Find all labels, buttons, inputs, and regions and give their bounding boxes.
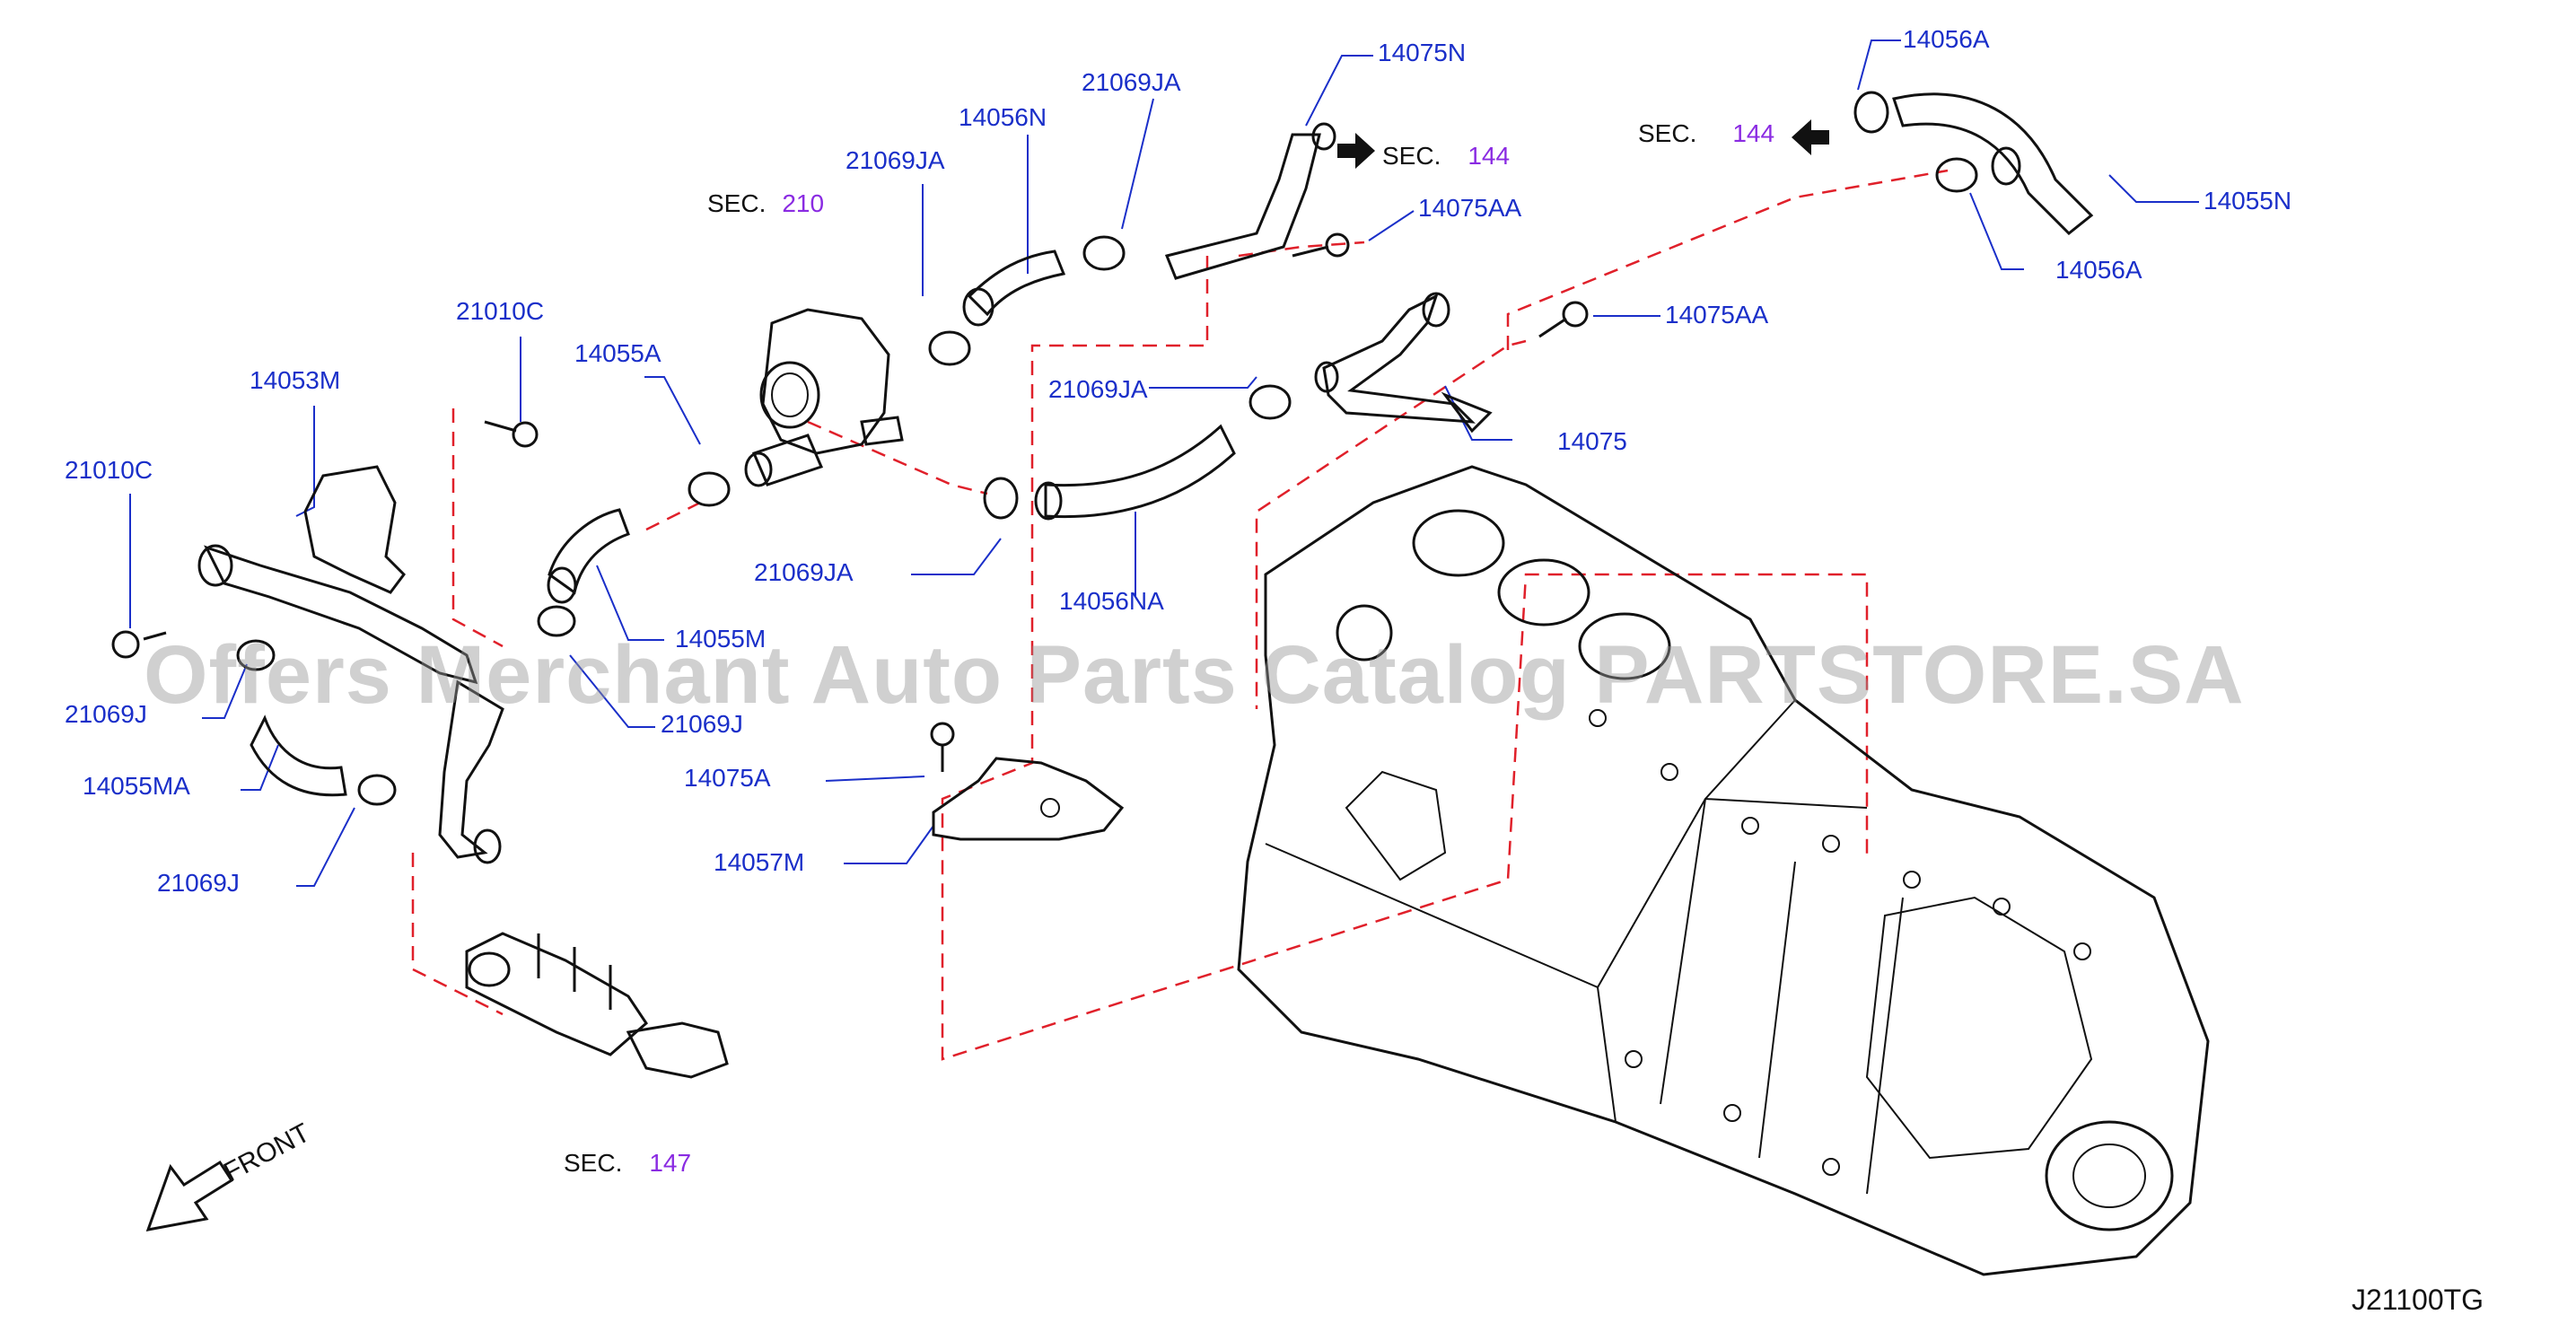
label-21069J-a[interactable]: 21069J xyxy=(65,700,147,728)
label-21069JA-d[interactable]: 21069JA xyxy=(754,558,854,586)
section-number: 147 xyxy=(649,1149,692,1177)
label-14075[interactable]: 14075 xyxy=(1557,427,1627,455)
label-14055M[interactable]: 14055M xyxy=(675,625,767,653)
label-14056A-bottom[interactable]: 14056A xyxy=(2055,256,2142,284)
label-21069J-c[interactable]: 21069J xyxy=(157,869,240,897)
label-14075N[interactable]: 14075N xyxy=(1378,39,1467,66)
label-21069J-b[interactable]: 21069J xyxy=(661,710,743,738)
label-14056N[interactable]: 14056N xyxy=(959,103,1047,131)
section-ref-144-left[interactable]: SEC. 144 xyxy=(1638,121,1774,146)
assembly-dashed-lines xyxy=(411,169,1949,1061)
label-21069JA-a[interactable]: 21069JA xyxy=(1082,68,1181,96)
label-14056A-top[interactable]: 14056A xyxy=(1903,25,1990,53)
section-prefix: SEC. xyxy=(564,1149,623,1177)
label-21069JA-b[interactable]: 21069JA xyxy=(846,146,945,174)
section-number: 144 xyxy=(1468,142,1511,170)
hoses xyxy=(250,92,2094,797)
engine-assembly xyxy=(1237,465,2210,1276)
label-14055A[interactable]: 14055A xyxy=(574,339,662,367)
label-leader-lines xyxy=(129,39,2199,887)
watermark: Offers Merchant Auto Parts Catalog PARTS… xyxy=(144,629,2245,721)
arrow-right-icon xyxy=(1337,133,1375,169)
section-prefix: SEC. xyxy=(1382,142,1441,170)
label-21010C-a[interactable]: 21010C xyxy=(456,297,545,325)
clamps-and-bolts xyxy=(111,91,1978,806)
egr-cooler xyxy=(465,932,729,1079)
diagram-code: J21100TG xyxy=(2352,1284,2484,1316)
label-14075AA-b[interactable]: 14075AA xyxy=(1665,301,1769,329)
label-14075AA-a[interactable]: 14075AA xyxy=(1418,194,1522,222)
front-arrow-icon xyxy=(145,1160,234,1231)
section-ref-147[interactable]: SEC. 147 xyxy=(564,1151,691,1176)
section-ref-144-right[interactable]: SEC. 144 xyxy=(1382,144,1510,169)
label-21069JA-c[interactable]: 21069JA xyxy=(1048,375,1148,403)
section-number: 210 xyxy=(782,189,825,217)
section-number: 144 xyxy=(1732,119,1775,147)
brackets xyxy=(303,391,1493,841)
thermostat-housing xyxy=(744,308,904,487)
arrow-left-icon xyxy=(1792,119,1829,155)
section-prefix: SEC. xyxy=(707,189,767,217)
label-21010C-b[interactable]: 21010C xyxy=(65,456,153,484)
section-prefix: SEC. xyxy=(1638,119,1697,147)
label-14055N[interactable]: 14055N xyxy=(2204,187,2292,215)
label-14055MA[interactable]: 14055MA xyxy=(83,772,190,800)
label-14057M[interactable]: 14057M xyxy=(714,848,805,876)
label-14053M[interactable]: 14053M xyxy=(250,366,341,394)
label-14056NA[interactable]: 14056NA xyxy=(1059,587,1164,615)
label-14075A[interactable]: 14075A xyxy=(684,764,771,792)
water-pipes xyxy=(197,122,1476,864)
section-arrows xyxy=(145,119,1829,1231)
section-ref-210[interactable]: SEC. 210 xyxy=(707,191,824,216)
